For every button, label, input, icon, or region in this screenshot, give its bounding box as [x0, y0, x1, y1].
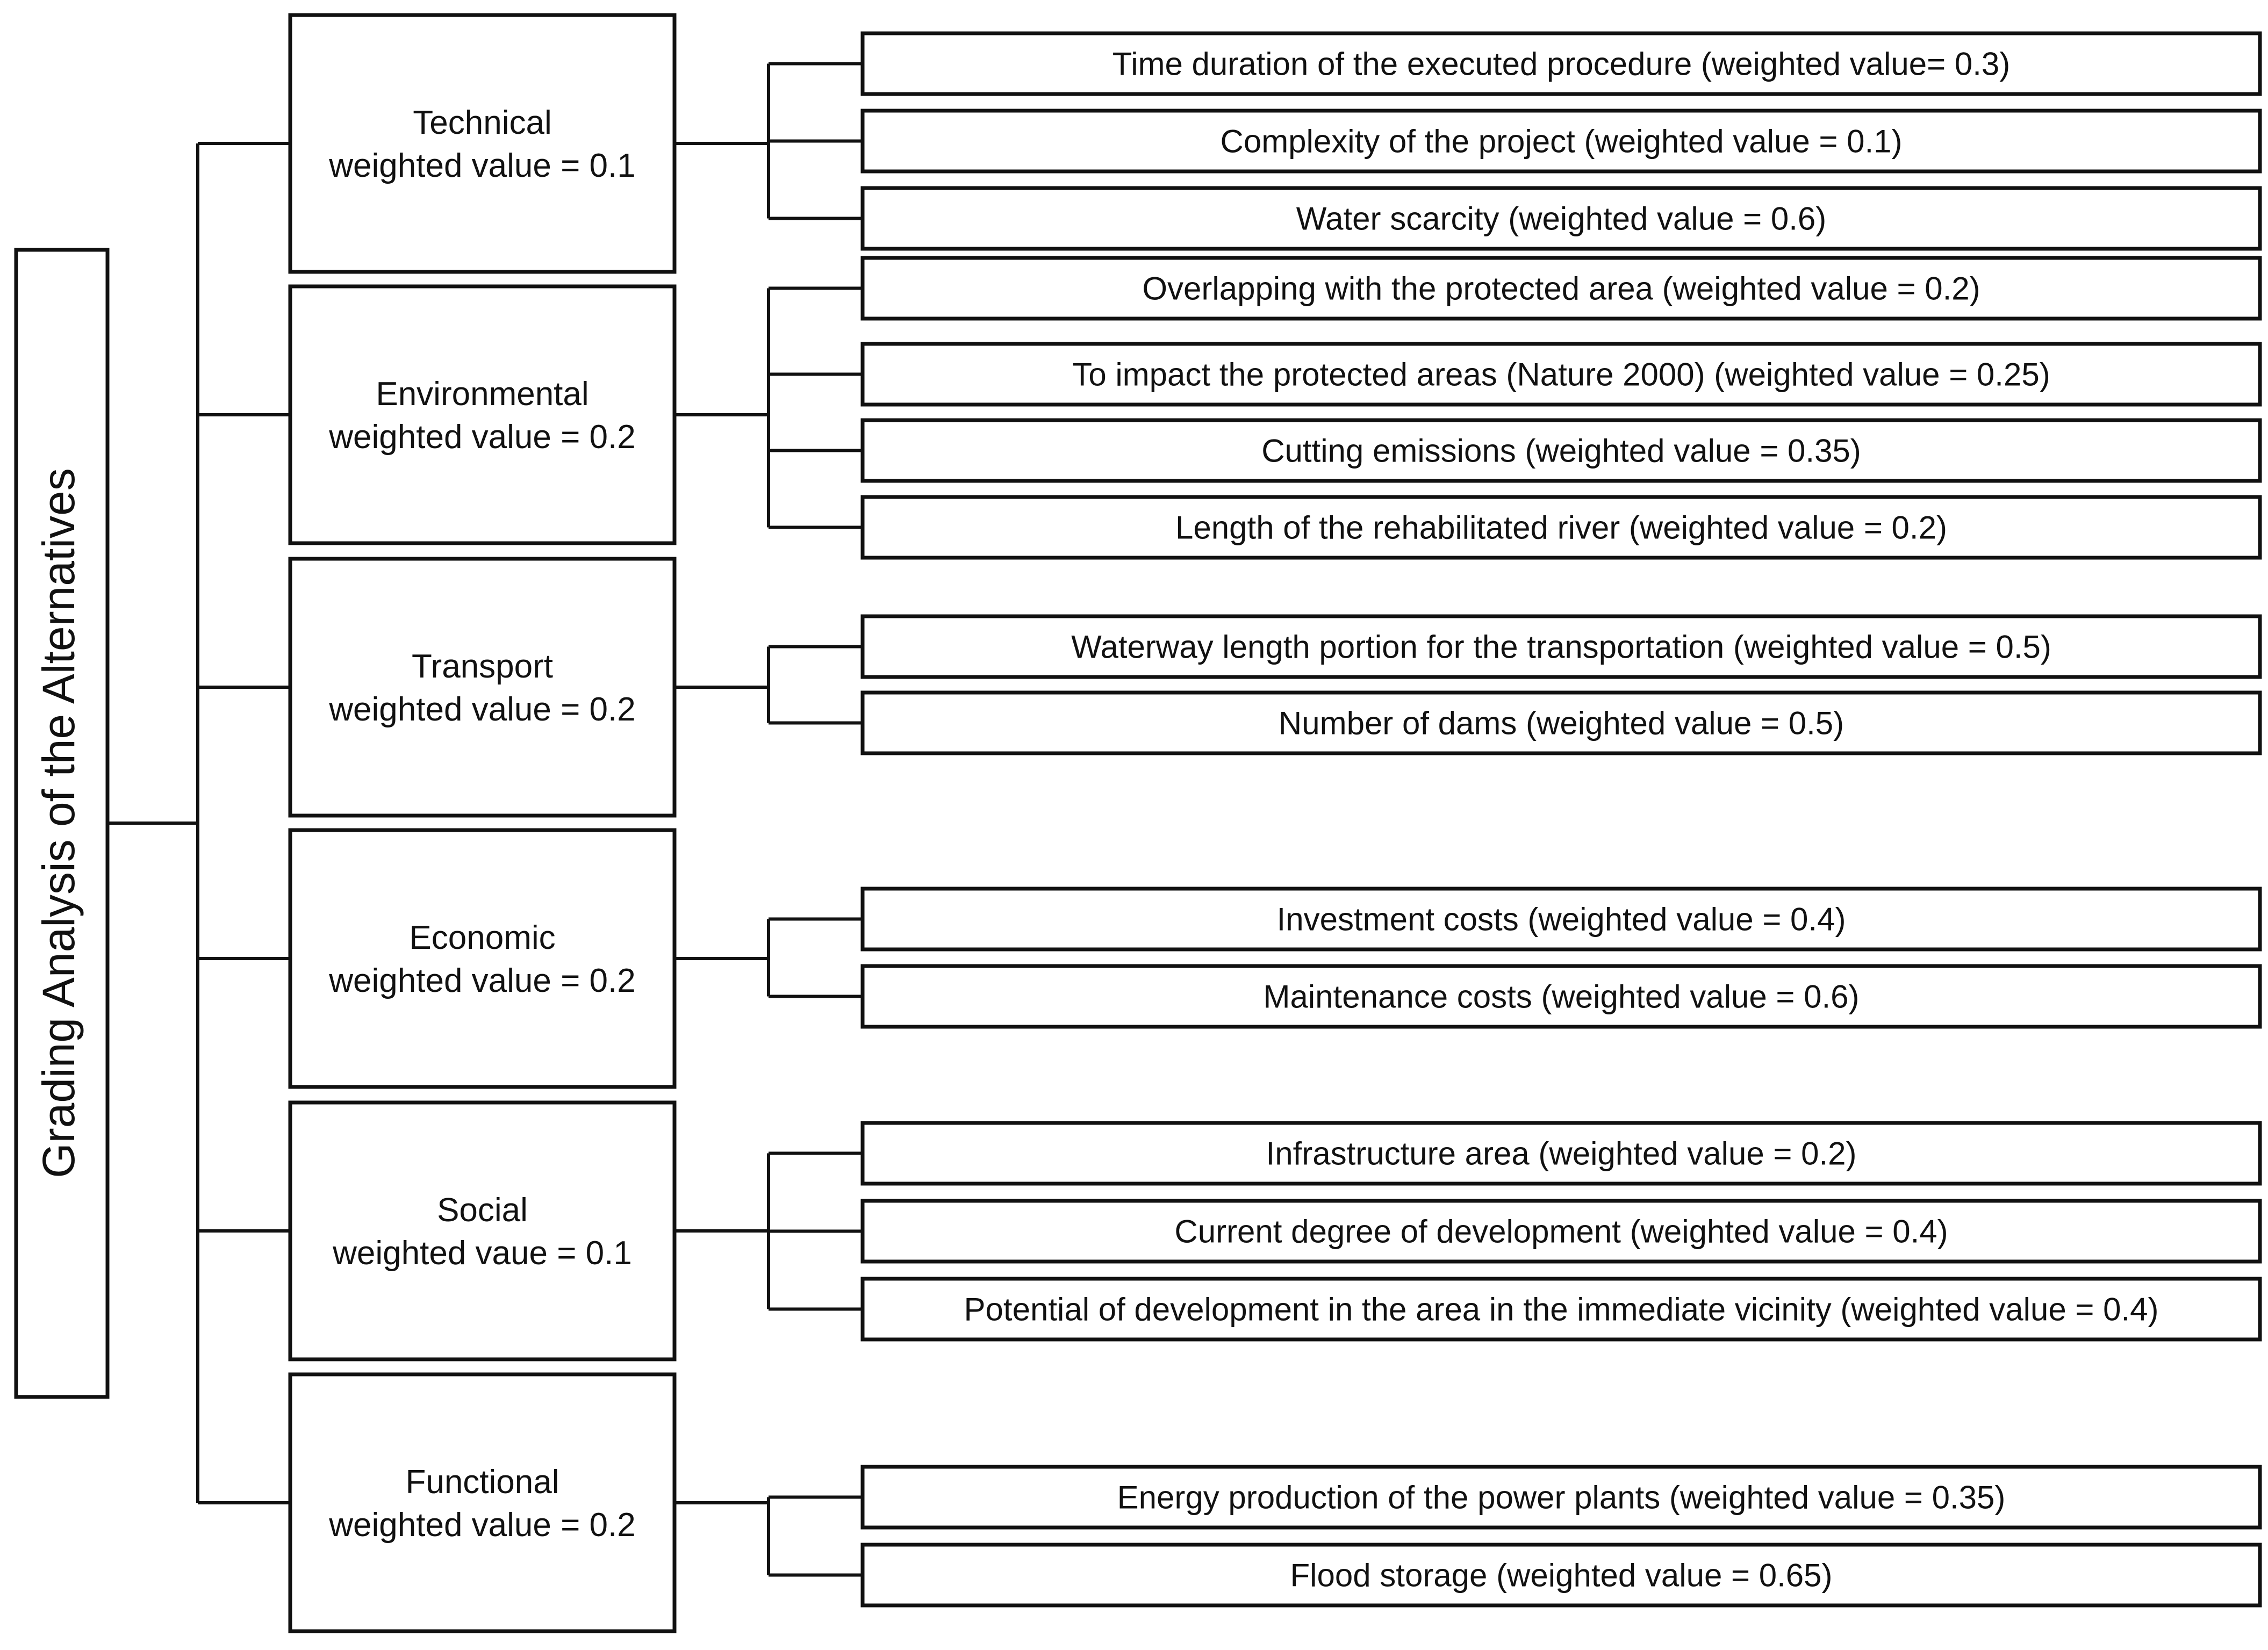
- subcriterion: Investment costs (weighted value = 0.4): [860, 887, 2262, 952]
- subcriterion-label: Number of dams (weighted value = 0.5): [1279, 705, 1844, 741]
- subcriterion-box: [860, 256, 2262, 321]
- subcriterion-box: [860, 495, 2262, 560]
- subcriterion-box: [860, 109, 2262, 174]
- criterion-name: Social: [437, 1192, 528, 1229]
- criterion-functional: Functional weighted value = 0.2: [288, 1372, 677, 1633]
- subcriterion-label: Cutting emissions (weighted value = 0.35…: [1261, 433, 1861, 469]
- criterion-name: Economic: [409, 919, 555, 956]
- subcriterion: Maintenance costs (weighted value = 0.6): [860, 964, 2262, 1029]
- subcriterion-label: Maintenance costs (weighted value = 0.6): [1264, 979, 1860, 1015]
- criterion-box: [288, 557, 677, 818]
- subcriterion: Length of the rehabilitated river (weigh…: [860, 495, 2262, 560]
- criterion-weight: weighted vaue = 0.1: [332, 1235, 632, 1272]
- subcriterion-box: [860, 887, 2262, 952]
- subcriterion-label: To impact the protected areas (Nature 20…: [1072, 357, 2050, 393]
- subcriterion-box: [860, 690, 2262, 755]
- subcriterion: Potential of development in the area in …: [860, 1277, 2262, 1342]
- subcriterion-box: [860, 1199, 2262, 1264]
- subcriterion-box: [860, 1121, 2262, 1186]
- subcriterion: Number of dams (weighted value = 0.5): [860, 690, 2262, 755]
- subcriterion: Overlapping with the protected area (wei…: [860, 256, 2262, 321]
- criterion-transport: Transport weighted value = 0.2: [288, 557, 677, 818]
- criterion-name: Transport: [412, 648, 553, 685]
- criterion-weight: weighted value = 0.2: [328, 962, 635, 999]
- criteria-column: Technical weighted value = 0.1Environment…: [288, 13, 677, 1633]
- root-label: Grading Analysis of the Alternatives: [33, 468, 84, 1178]
- subcriterion: Cutting emissions (weighted value = 0.35…: [860, 418, 2262, 483]
- subcriterion: Flood storage (weighted value = 0.65): [860, 1543, 2262, 1608]
- subcriterion: Time duration of the executed procedure …: [860, 31, 2262, 96]
- subcriterion-box: [860, 1277, 2262, 1342]
- criterion-box: [288, 1100, 677, 1361]
- subcriterion-label: Energy production of the power plants (w…: [1117, 1480, 2006, 1516]
- subcriterion-label: Infrastructure area (weighted value = 0.…: [1266, 1136, 1857, 1172]
- root-node: Grading Analysis of the Alternatives: [14, 248, 110, 1399]
- criterion-box: [288, 13, 677, 274]
- subcriterion: Waterway length portion for the transpor…: [860, 614, 2262, 679]
- criterion-weight: weighted value = 0.1: [328, 147, 635, 184]
- subcriterion-label: Current degree of development (weighted …: [1174, 1214, 1948, 1250]
- subcriterion-label: Water scarcity (weighted value = 0.6): [1296, 201, 1827, 237]
- subcriterion-label: Complexity of the project (weighted valu…: [1221, 124, 1903, 160]
- subcriterion-box: [860, 964, 2262, 1029]
- criterion-name: Environmental: [376, 376, 588, 413]
- criterion-name: Functional: [405, 1464, 559, 1501]
- criterion-box: [288, 1372, 677, 1633]
- subcriterion-box: [860, 31, 2262, 96]
- subcriterion-label: Potential of development in the area in …: [964, 1292, 2159, 1328]
- subcriterion: Water scarcity (weighted value = 0.6): [860, 186, 2262, 251]
- criterion-technical: Technical weighted value = 0.1: [288, 13, 677, 274]
- criterion-box: [288, 828, 677, 1089]
- criterion-environmental: Environmental weighted value = 0.2: [288, 284, 677, 545]
- criterion-weight: weighted value = 0.2: [328, 1507, 635, 1544]
- subcriterion: Energy production of the power plants (w…: [860, 1465, 2262, 1530]
- subcriterion-label: Overlapping with the protected area (wei…: [1142, 271, 1980, 307]
- criterion-name: Technical: [413, 104, 551, 141]
- criterion-economic: Economic weighted value = 0.2: [288, 828, 677, 1089]
- subcriterion: Current degree of development (weighted …: [860, 1199, 2262, 1264]
- subcriterion-box: [860, 418, 2262, 483]
- root-box: [14, 248, 110, 1399]
- subcriterion-box: [860, 614, 2262, 679]
- criterion-weight: weighted value = 0.2: [328, 419, 635, 456]
- subcriterion: Infrastructure area (weighted value = 0.…: [860, 1121, 2262, 1186]
- subcriterion-label: Investment costs (weighted value = 0.4): [1277, 902, 1846, 938]
- subcriterion-label: Flood storage (weighted value = 0.65): [1290, 1558, 1833, 1594]
- subcriterion-box: [860, 1465, 2262, 1530]
- subcriterion-box: [860, 1543, 2262, 1608]
- subcriterion: To impact the protected areas (Nature 20…: [860, 342, 2262, 407]
- criterion-weight: weighted value = 0.2: [328, 691, 635, 728]
- subcriteria-column: Time duration of the executed procedure …: [860, 31, 2262, 1608]
- subcriterion-box: [860, 186, 2262, 251]
- subcriterion-label: Waterway length portion for the transpor…: [1071, 629, 2051, 665]
- criterion-social: Social weighted vaue = 0.1: [288, 1100, 677, 1361]
- criterion-box: [288, 284, 677, 545]
- subcriterion-box: [860, 342, 2262, 407]
- subcriterion-label: Time duration of the executed procedure …: [1113, 46, 2010, 82]
- subcriterion: Complexity of the project (weighted valu…: [860, 109, 2262, 174]
- subcriterion-label: Length of the rehabilitated river (weigh…: [1175, 510, 1947, 546]
- connector-lines: [107, 62, 863, 1577]
